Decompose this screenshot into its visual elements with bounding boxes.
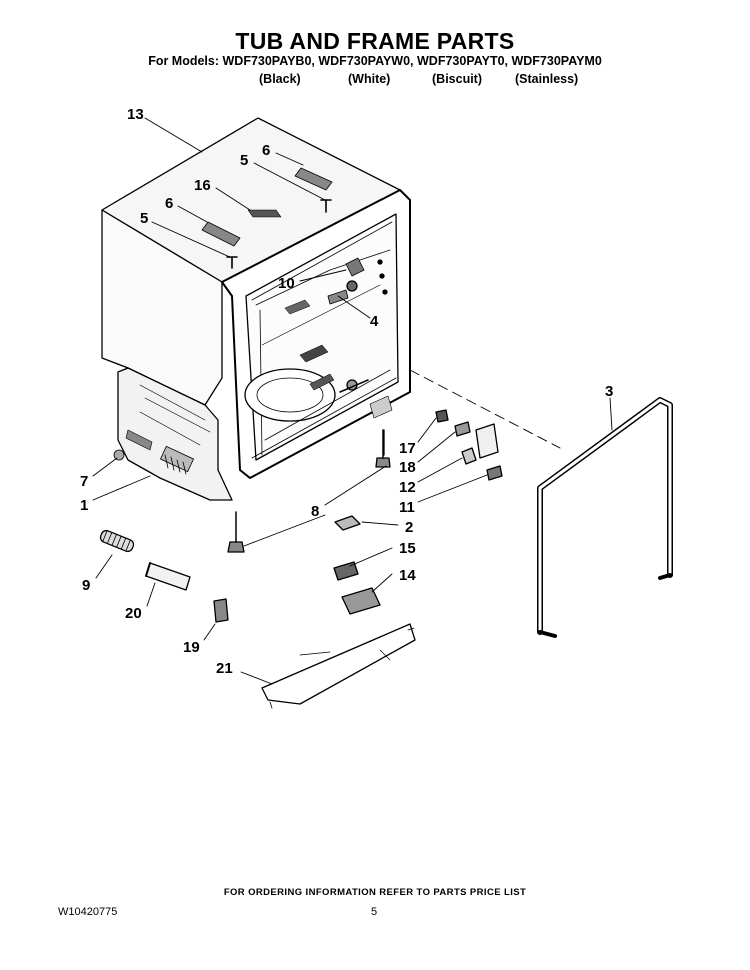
- callout-13: 13: [127, 106, 144, 123]
- callout-21: 21: [216, 660, 233, 677]
- door-gasket: [537, 397, 673, 638]
- color-biscuit: (Biscuit): [432, 72, 482, 86]
- callout-14: 14: [399, 567, 416, 584]
- callout-10: 10: [278, 275, 295, 292]
- page-title: TUB AND FRAME PARTS: [235, 28, 515, 54]
- ordering-note: FOR ORDERING INFORMATION REFER TO PARTS …: [223, 887, 527, 898]
- color-white: (White): [348, 72, 391, 86]
- callout-4: 4: [370, 313, 379, 330]
- callout-12: 12: [399, 479, 416, 496]
- callout-6: 6: [262, 142, 270, 159]
- alignment-line: [409, 369, 561, 449]
- color-black: (Black): [259, 72, 301, 86]
- loose-parts: [99, 515, 416, 709]
- callout-7: 7: [80, 473, 88, 490]
- callout-1: 1: [80, 497, 88, 514]
- page-number: 5: [371, 906, 378, 918]
- models-line: For Models: WDF730PAYB0, WDF730PAYW0, WD…: [148, 54, 602, 68]
- callout-3: 3: [605, 383, 613, 400]
- hinge-hardware: [435, 409, 503, 481]
- callout-15: 15: [399, 540, 416, 557]
- callout-16: 16: [194, 177, 211, 194]
- callout-17: 17: [399, 440, 416, 457]
- callout-2: 2: [405, 519, 413, 536]
- callout-6: 6: [165, 195, 173, 212]
- callout-5: 5: [240, 152, 248, 169]
- callout-5: 5: [140, 210, 148, 227]
- color-stainless: (Stainless): [515, 72, 579, 86]
- callout-numbers: 13 6 5 16 6 5 10 4 3 17 18 12 11 7 1 8 2…: [80, 106, 613, 677]
- callout-19: 19: [183, 639, 200, 656]
- callout-8: 8: [311, 503, 319, 520]
- callout-20: 20: [125, 605, 142, 622]
- callout-9: 9: [82, 577, 90, 594]
- document-number: W10420775: [58, 906, 118, 918]
- tub-assembly: [101, 117, 411, 553]
- leader-lines: [92, 117, 613, 685]
- callout-11: 11: [399, 499, 415, 516]
- callout-18: 18: [399, 459, 416, 476]
